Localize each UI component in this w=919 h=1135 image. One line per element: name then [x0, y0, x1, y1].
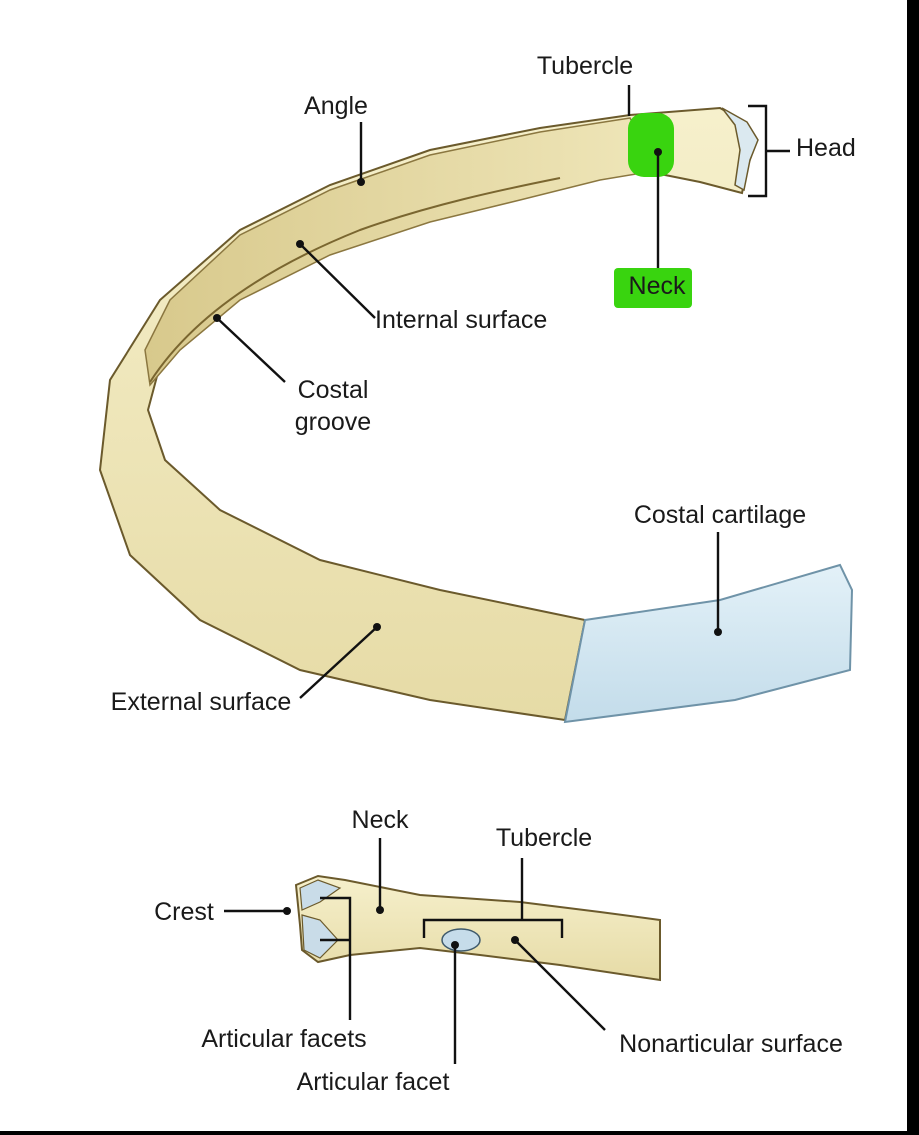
crest-facet-upper: [299, 879, 342, 911]
label-tubercle-bottom: Tubercle: [496, 824, 592, 852]
label-costal-groove-line2: groove: [295, 408, 371, 436]
label-articular-facets: Articular facets: [201, 1025, 366, 1053]
label-angle: Angle: [304, 92, 368, 120]
image-border-right: [907, 0, 919, 1135]
neck-highlight: [628, 113, 674, 177]
leader-lines-top: [213, 85, 790, 699]
leader-lines-bottom: [224, 838, 606, 1064]
label-costal-cartilage: Costal cartilage: [634, 501, 806, 529]
rib-posterior-end-illustration: [294, 874, 661, 982]
label-neck-top: Neck: [629, 272, 686, 300]
label-crest: Crest: [154, 898, 214, 926]
label-internal-surface: Internal surface: [375, 306, 547, 334]
label-tubercle-top: Tubercle: [537, 52, 633, 80]
costal-groove-line: [149, 177, 561, 383]
rib-internal-surface-shape: [144, 117, 662, 387]
label-external-surface: External surface: [111, 688, 292, 716]
label-neck-bottom: Neck: [352, 806, 409, 834]
rib-illustration: [98, 106, 854, 724]
label-nonarticular-surface: Nonarticular surface: [619, 1030, 843, 1058]
posterior-end-shape: [294, 874, 661, 982]
label-head: Head: [796, 134, 856, 162]
neck-label-highlight: [614, 268, 692, 308]
tubercle-articular-facet: [441, 928, 481, 952]
label-costal-groove-line1: Costal: [298, 376, 369, 404]
image-border-bottom: [0, 1131, 919, 1135]
label-articular-facet: Articular facet: [297, 1068, 450, 1096]
costal-cartilage-shape: [563, 563, 854, 724]
crest-facet-lower: [301, 914, 339, 959]
rib-head-end: [721, 107, 759, 192]
